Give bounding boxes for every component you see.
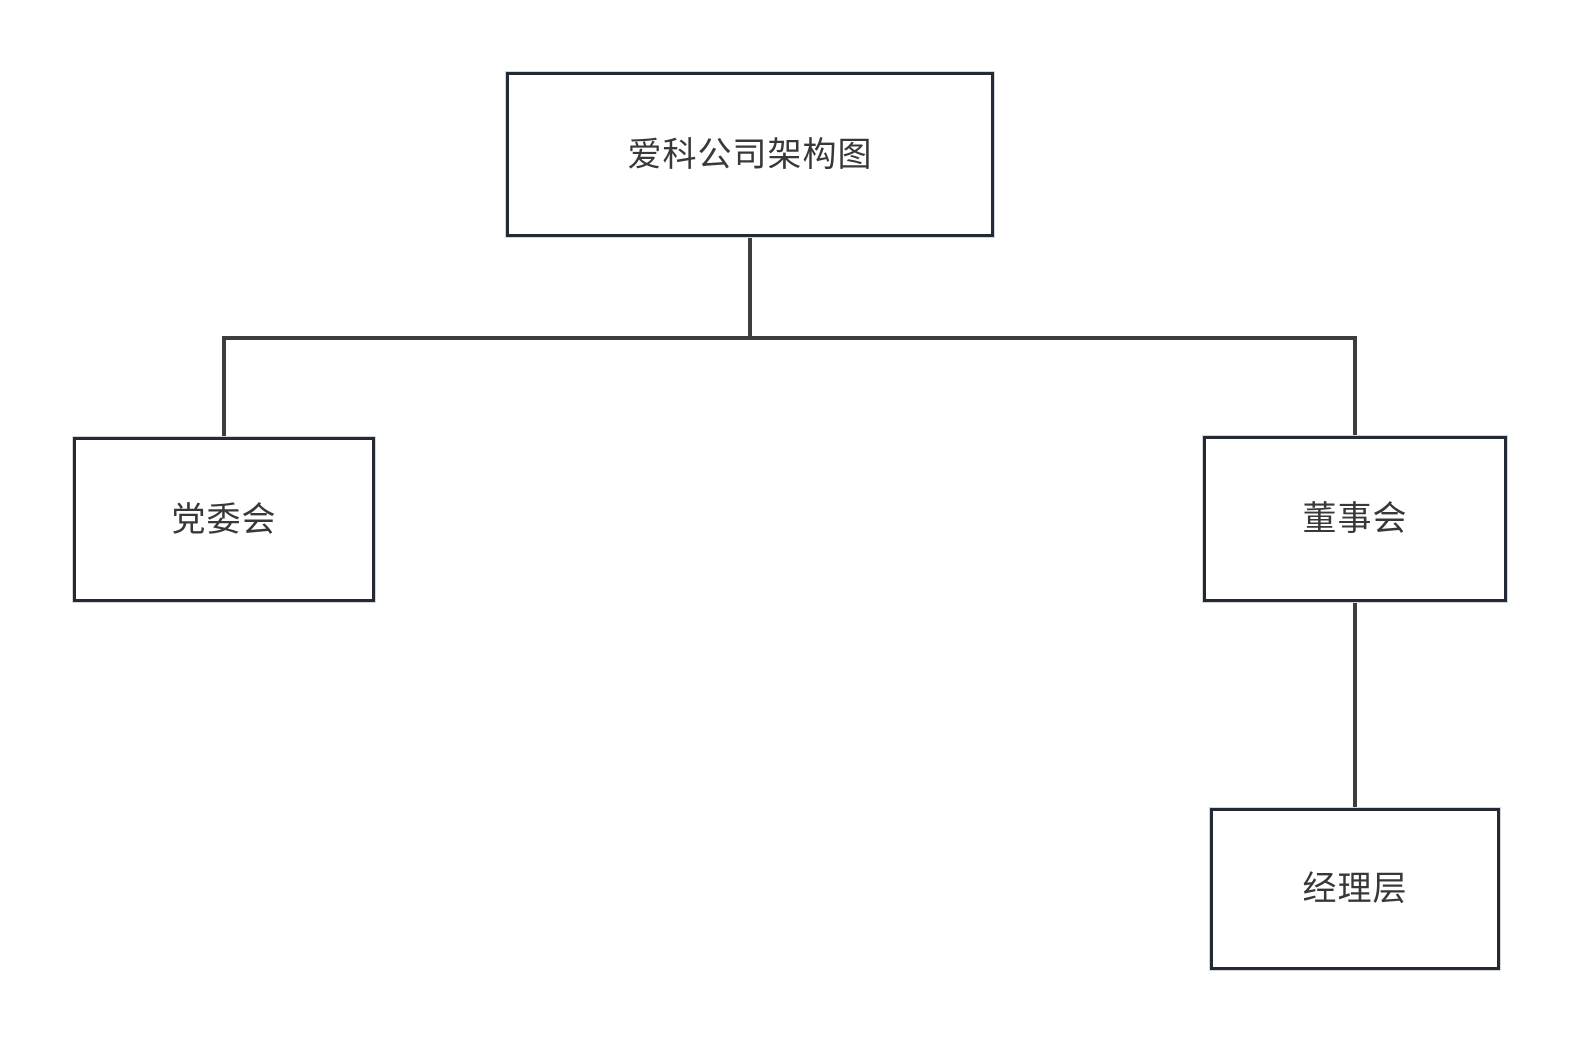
node-party-committee[interactable]: 党委会 xyxy=(73,437,375,602)
connector-board-to-management xyxy=(1353,602,1357,808)
node-company-structure[interactable]: 爱科公司架构图 xyxy=(506,72,994,237)
connector-horizontal-bar xyxy=(222,336,1357,340)
node-board-of-directors-label: 董事会 xyxy=(1302,500,1408,538)
connector-root-to-board xyxy=(1353,336,1357,436)
node-management-layer[interactable]: 经理层 xyxy=(1210,808,1500,970)
connector-root-to-party xyxy=(222,336,226,437)
node-management-layer-label: 经理层 xyxy=(1302,870,1408,908)
node-party-committee-label: 党委会 xyxy=(171,500,277,539)
connector-root-stem xyxy=(748,237,752,340)
node-board-of-directors[interactable]: 董事会 xyxy=(1203,436,1507,602)
node-company-structure-label: 爱科公司架构图 xyxy=(627,135,873,174)
